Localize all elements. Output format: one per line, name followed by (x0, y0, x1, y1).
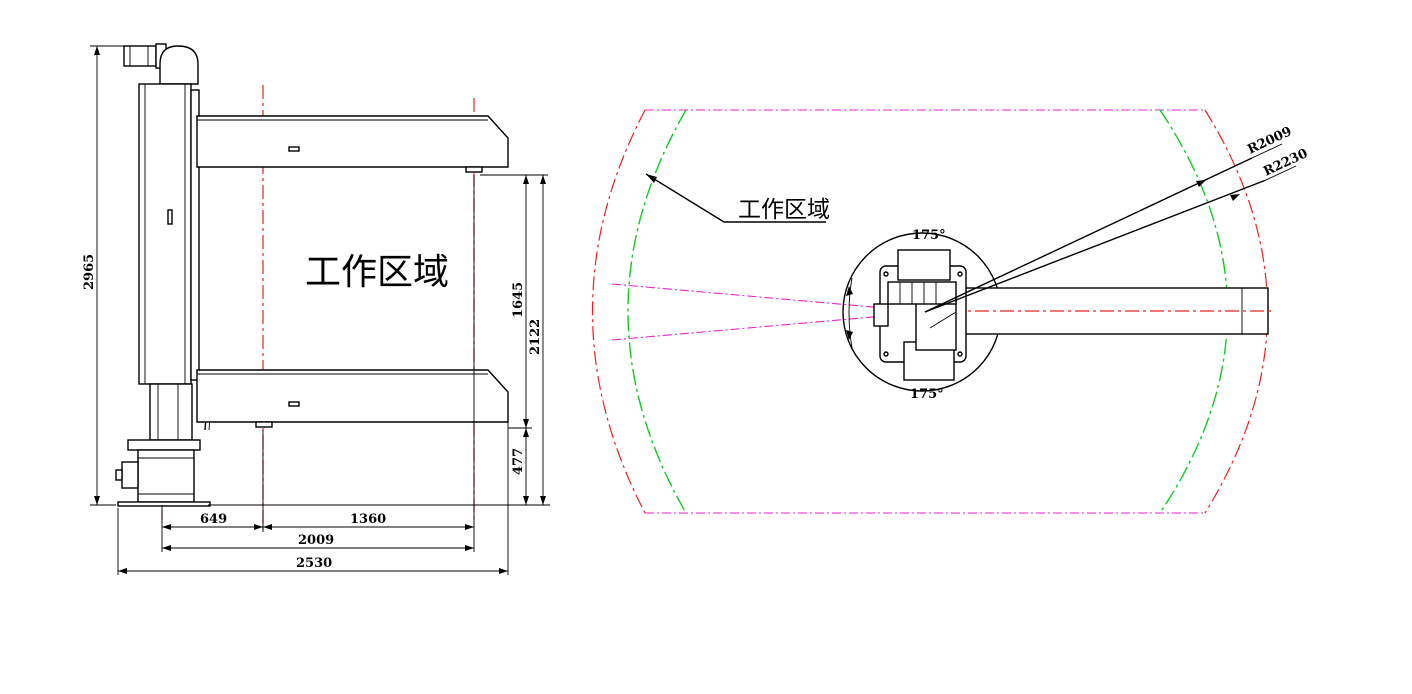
upper-arm (196, 115, 509, 168)
dim-base-height: 477 (511, 428, 529, 505)
dim-overall-width-label: 2530 (296, 556, 332, 571)
dim-lower-span-label: 2122 (528, 319, 543, 355)
lower-arm (196, 369, 509, 423)
dim-upper-span-label: 1645 (511, 282, 526, 318)
angle-bottom-label: 175° (910, 387, 944, 402)
inner-reach-arc-left (627, 109, 687, 514)
top-work-area-label: 工作区域 (738, 197, 830, 223)
dim-total-height-label: 2965 (82, 254, 97, 290)
dim-base-offset-label: 649 (200, 512, 227, 527)
column-lower (149, 383, 193, 441)
outer-reach-arc-left (592, 109, 646, 514)
dim-horizontal: 649 1360 2009 2530 (117, 175, 509, 575)
column-body (138, 83, 192, 385)
dim-reach-total-label: 2009 (298, 533, 334, 548)
radius-leaders: R2009 R2230 (924, 124, 1310, 313)
inner-reach-arc-right (1159, 109, 1229, 514)
work-boundary (611, 109, 1205, 514)
work-area-leader: 工作区域 (645, 173, 830, 223)
column-cap (159, 45, 199, 85)
dim-base-height-label: 477 (511, 448, 526, 475)
side-view: 工作区域 2965 1645 2122 (82, 43, 550, 575)
dim-upper-span: 1645 (480, 174, 548, 429)
robot-base (115, 439, 211, 507)
dim-total-height: 2965 (82, 45, 124, 506)
top-view: R2009 R2230 工作区域 175° 175° (592, 109, 1310, 514)
angle-top-label: 175° (912, 228, 946, 243)
dim-reach-inner-label: 1360 (350, 512, 386, 527)
radius-outer-label: R2230 (1261, 146, 1310, 179)
dim-lower-span: 2122 (208, 175, 550, 506)
radius-inner-label: R2009 (1245, 124, 1294, 157)
robot-head-top (873, 249, 967, 381)
side-work-area-label: 工作区域 (305, 252, 449, 293)
